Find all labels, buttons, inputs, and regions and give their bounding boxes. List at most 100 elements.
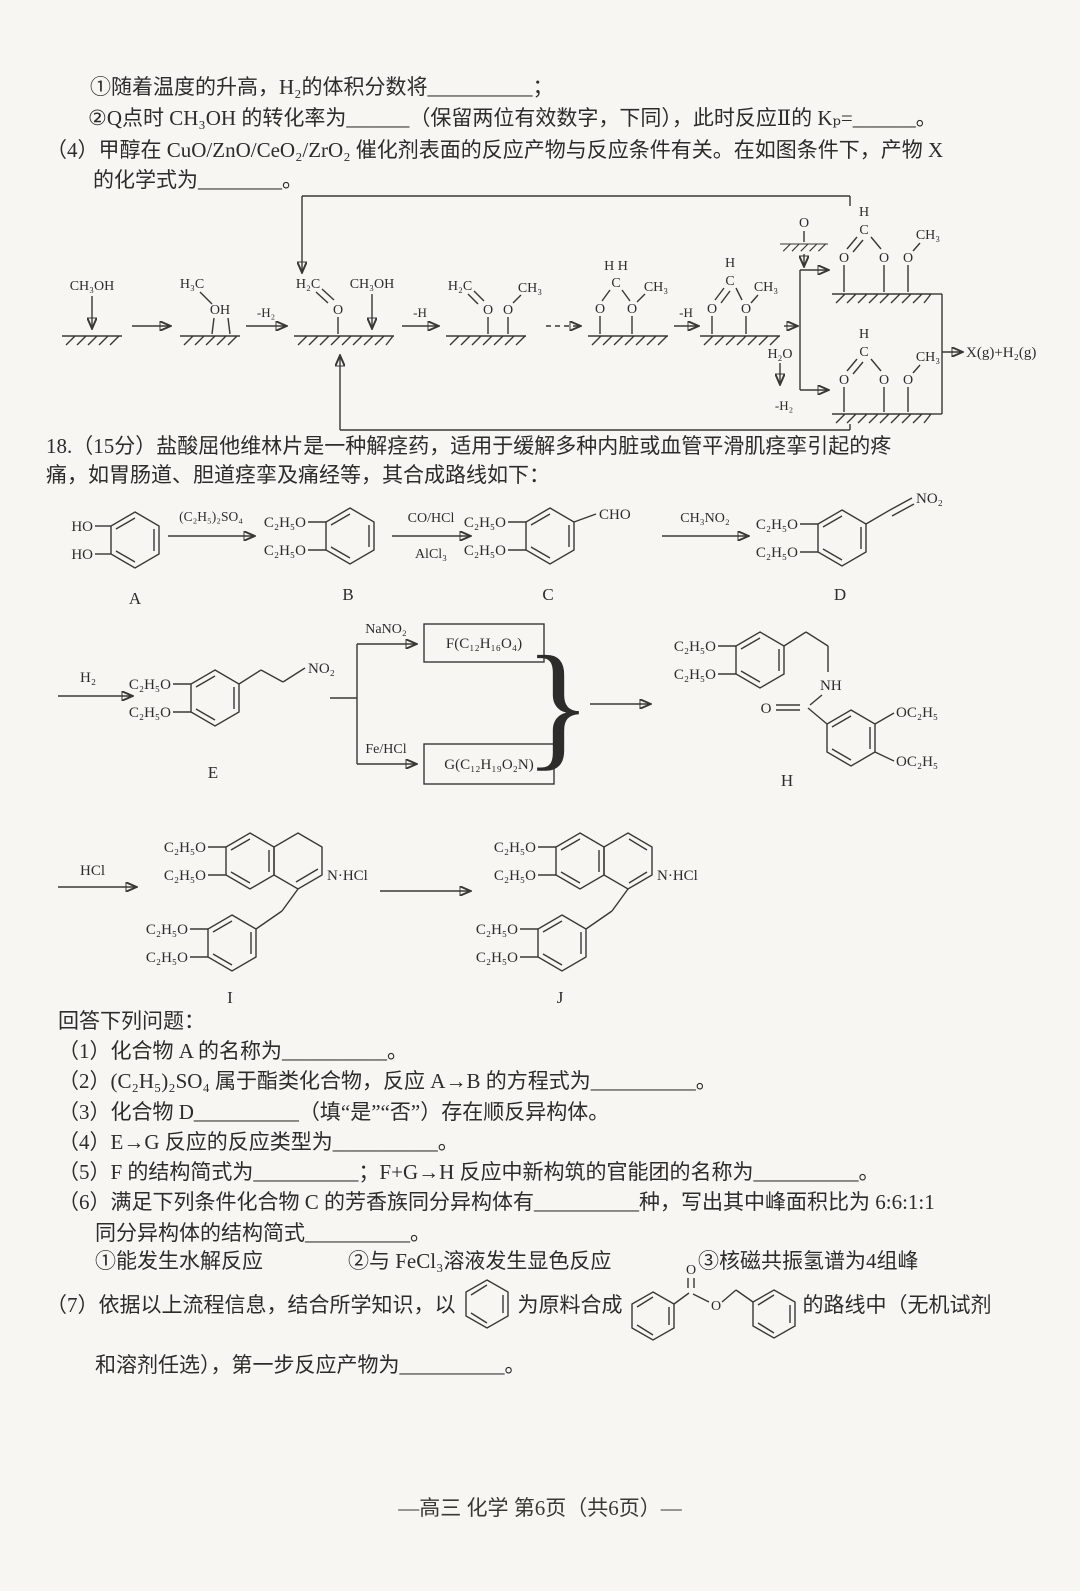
o-label: O [685,1263,695,1278]
c2h5o-label: C₂H₅O [674,667,716,683]
compound-e-label: E [208,763,218,782]
surface-species-4: H₂C O O CH₃ [445,279,542,346]
c2h5o-label: C₂H₅O [476,950,518,966]
compound-j: C₂H₅O C₂H₅O N·HCl C₂H₅O C₂H₅O J [476,832,698,1007]
arrow-d-e: H₂ [58,670,132,696]
n-hcl-label: N·HCl [327,868,368,884]
oh-label: OH [210,303,230,318]
compound-c-label: C [542,585,553,604]
reagent-bc-bottom: AlCl₃ [415,547,447,562]
q18-question-1: （1）化合物 A 的名称为__________。 [58,1039,409,1063]
q18-question-5: （5）F 的结构简式为__________；F+G→H 反应中新构筑的官能团的名… [58,1160,880,1184]
no2-label: NO₂ [916,491,943,507]
c-label: C [611,276,620,291]
o-label: O [879,251,889,266]
compound-c: C₂H₅O C₂H₅O CHO C [464,507,631,604]
o-label: O [903,373,913,388]
h2c-label: H₂C [296,277,320,292]
surface-species-2: H₃C OH [179,277,241,346]
c2h5o-label: C₂H₅O [674,639,716,655]
no2-label: NO₂ [308,661,335,677]
minus-h-label: -H [679,305,693,320]
mechanism-diagram: CH₃OH H₃C OH -H₂ H₂C O CH₃OH [61,195,1036,431]
c2h5o-label: C₂H₅O [164,840,206,856]
ch3oh-label: CH₃OH [350,277,395,292]
product-bracket: X(g)+H₂(g) [932,293,1036,415]
o-label: O [839,251,849,266]
compound-a-label: A [129,589,142,608]
c2h5o-label: C₂H₅O [464,515,506,531]
cho-label: CHO [599,507,631,523]
ch3-label: CH₃ [916,228,940,243]
h-label: H [725,256,735,271]
synthesis-row-3: HCl C₂H₅O C₂H₅O N·HCl C₂H₅O C₂H₅O I C₂H₅… [58,832,698,1007]
q17-q4-line2: 的化学式为________。 [93,168,303,192]
page-footer: —高三 化学 第6页（共6页）— [398,1496,682,1520]
surface-species-1: CH₃OH [61,279,123,346]
q18-intro-line1: 18.（15分）盐酸屈他维林片是一种解痉药，适用于缓解多种内脏或血管平滑肌痉挛引… [46,434,892,458]
q18-q6-condition-2: ②与 FeCl₃溶液发生显色反应 [348,1249,612,1273]
surface-species-formate-bottom: H C O O O CH₃ [831,327,940,424]
o-label: O [627,302,637,317]
n-hcl-label: N·HCl [657,868,698,884]
ch3-label: CH₃ [916,350,940,365]
branch-e-fg: NaNO₂ F(C₁₂H₁₆O₄) Fe/HCl G(C₁₂H₁₉O₂N) } [330,622,592,785]
product-label: X(g)+H₂(g) [966,345,1036,361]
q18-question-6-line2: 同分异构体的结构简式__________。 [95,1221,431,1245]
o-label: O [333,303,343,318]
surface-species-5: H H C O O CH₃ [587,259,669,346]
surface-species-3: H₂C O CH₃OH [293,277,395,346]
q18-q6-condition-3: ③核磁共振氢谱为4组峰 [698,1249,919,1273]
benzyl-benzoate-structure: O O [630,1263,796,1341]
step-arrow-2: -H₂ [246,305,286,326]
recycle-loop-top [302,195,851,272]
compound-h-label: H [781,771,793,790]
c2h5o-label: C₂H₅O [129,705,171,721]
h-h-label: H H [604,259,628,274]
ch3oh-label: CH₃OH [70,279,115,294]
q17-sub1: ①随着温度的升高，H₂的体积分数将__________； [90,75,554,99]
compound-i: C₂H₅O C₂H₅O N·HCl C₂H₅O C₂H₅O I [146,832,368,1007]
o-label: O [595,302,605,317]
c2h5o-label: C₂H₅O [129,677,171,693]
c2h5o-label: C₂H₅O [494,868,536,884]
q18-question-7: （7）依据以上流程信息，结合所学知识，以 为原料合成 O O 的路线中（无机试剂 [46,1258,992,1350]
compound-h: C₂H₅O C₂H₅O NH O OC₂H₅ OC₂H₅ H [674,631,938,790]
arrow-b-c: CO/HCl AlCl₃ [392,511,470,562]
oc2h5-label: OC₂H₅ [896,705,938,721]
compound-g-box: G(C₁₂H₁₉O₂N) [444,757,533,773]
compound-i-label: I [227,988,233,1007]
c2h5o-label: C₂H₅O [264,543,306,559]
surface-species-formate-top: H C O O O CH₃ [831,205,940,304]
compound-d-label: D [834,585,846,604]
step-arrow-3: -H [402,305,438,326]
o-label: O [761,701,772,717]
hcl-label: HCl [80,863,105,879]
compound-f-box: F(C₁₂H₁₆O₄) [446,636,522,652]
q18-question-6-line1: （6）满足下列条件化合物 C 的芳香族同分异构体有__________种，写出其… [58,1190,935,1214]
compound-d: C₂H₅O C₂H₅O NO₂ D [756,491,943,604]
q17-q4-line1: （4）甲醇在 CuO/ZnO/CeO₂/ZrO₂ 催化剂表面的反应产物与反应条件… [46,138,944,162]
compound-e: C₂H₅O C₂H₅O NO₂ E [129,661,335,782]
step-arrow-5: -H [674,305,698,326]
ho-label: HO [71,519,93,535]
c2h5o-label: C₂H₅O [146,922,188,938]
q18-question-3: （3）化合物 D__________（填“是”“否”）存在顺反异构体。 [58,1100,610,1124]
compound-b: C₂H₅O C₂H₅O B [264,507,375,604]
c2h5o-label: C₂H₅O [494,840,536,856]
q7-text-b: 为原料合成 [517,1293,623,1317]
minus-h-label: -H [413,305,427,320]
h2o-label: H₂O [767,347,792,362]
c2h5o-label: C₂H₅O [756,517,798,533]
c-label: C [859,345,868,360]
o-label: O [741,302,751,317]
c2h5o-label: C₂H₅O [146,950,188,966]
nh-label: NH [820,678,842,694]
recycle-loop-bottom [340,356,851,431]
c2h5o-label: C₂H₅O [464,543,506,559]
q18-question-2: （2）(C₂H₅)₂SO₄ 属于酯类化合物，反应 A→B 的方程式为______… [58,1069,717,1093]
arrow-c-d: CH₃NO₂ [662,511,748,536]
compound-j-label: J [557,988,564,1007]
o-label: O [903,251,913,266]
o-label: O [799,216,809,231]
